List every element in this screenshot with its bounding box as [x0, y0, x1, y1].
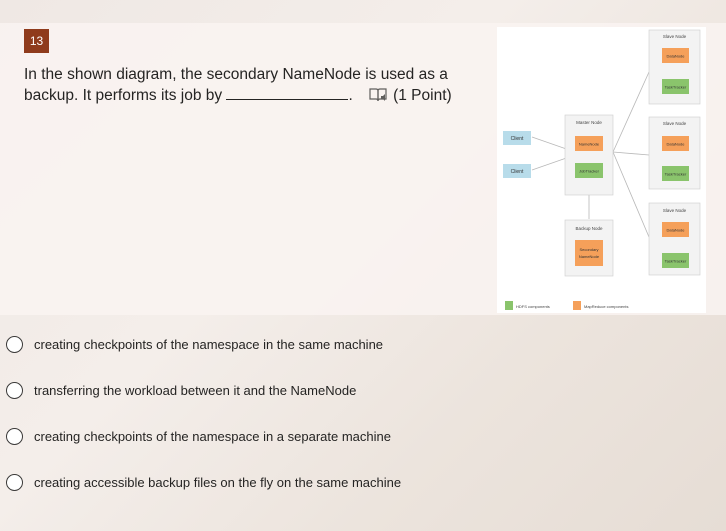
option-1-radio[interactable]: [6, 335, 23, 353]
option-2-radio[interactable]: [6, 381, 23, 399]
svg-text:Slave Node: Slave Node: [663, 208, 687, 213]
question-text: In the shown diagram, the secondary Name…: [24, 64, 474, 109]
option-4-label: creating accessible backup files on the …: [34, 474, 402, 490]
immersive-reader-icon[interactable]: [369, 87, 387, 109]
question-text-after: .: [348, 87, 353, 104]
svg-text:DataNode: DataNode: [666, 54, 685, 59]
svg-text:Backup Node: Backup Node: [575, 226, 603, 231]
svg-text:DataNode: DataNode: [666, 142, 685, 147]
svg-text:Slave Node: Slave Node: [663, 34, 687, 39]
option-2-label: transferring the workload between it and…: [34, 382, 357, 398]
question-text-before: In the shown diagram, the secondary Name…: [24, 66, 448, 104]
option-1-label: creating checkpoints of the namespace in…: [34, 336, 384, 352]
svg-text:DataNode: DataNode: [666, 228, 685, 233]
svg-text:TaskTracker: TaskTracker: [665, 172, 687, 177]
question-points: (1 Point): [393, 87, 452, 104]
question-number: 13: [29, 34, 44, 48]
option-4-radio[interactable]: [6, 473, 23, 491]
question-number-badge: 13: [24, 29, 49, 53]
option-1[interactable]: creating checkpoints of the namespace in…: [6, 333, 383, 355]
client-node-2: Client: [503, 164, 531, 178]
svg-text:Client: Client: [511, 169, 524, 175]
svg-text:JobTracker: JobTracker: [579, 169, 600, 174]
diagram-connectors: [531, 71, 650, 238]
svg-text:MapReduce components: MapReduce components: [584, 304, 628, 309]
svg-text:HDFS components: HDFS components: [516, 304, 550, 309]
slave-node-3: Slave Node DataNode TaskTracker: [648, 202, 701, 276]
master-node: Master Node NameNode JobTracker: [564, 114, 614, 196]
svg-text:NameNode: NameNode: [579, 142, 600, 147]
option-3-radio[interactable]: [6, 427, 23, 445]
legend-hdfs-swatch: [505, 301, 513, 310]
diagram-legend: HDFS components MapReduce components: [505, 301, 628, 310]
option-4[interactable]: creating accessible backup files on the …: [6, 471, 401, 493]
svg-text:Slave Node: Slave Node: [663, 121, 687, 126]
option-2[interactable]: transferring the workload between it and…: [6, 379, 356, 401]
client-node-1: Client: [503, 131, 531, 145]
svg-text:TaskTracker: TaskTracker: [665, 85, 687, 90]
option-3-label: creating checkpoints of the namespace in…: [34, 428, 391, 444]
legend-mapreduce-swatch: [573, 301, 581, 310]
slave-node-2: Slave Node DataNode TaskTracker: [648, 116, 701, 190]
svg-text:NameNode: NameNode: [579, 254, 600, 259]
svg-text:Master Node: Master Node: [576, 120, 602, 125]
option-3[interactable]: creating checkpoints of the namespace in…: [6, 425, 391, 447]
slave-node-1: Slave Node DataNode TaskTracker: [648, 29, 701, 105]
svg-text:Client: Client: [511, 136, 524, 142]
svg-text:TaskTracker: TaskTracker: [665, 259, 687, 264]
answer-blank: [226, 86, 349, 100]
hadoop-architecture-diagram: Client Client Master Node NameNode JobTr…: [497, 27, 706, 313]
backup-node: Backup Node Secondary NameNode: [564, 219, 614, 277]
svg-text:Secondary: Secondary: [579, 247, 598, 252]
